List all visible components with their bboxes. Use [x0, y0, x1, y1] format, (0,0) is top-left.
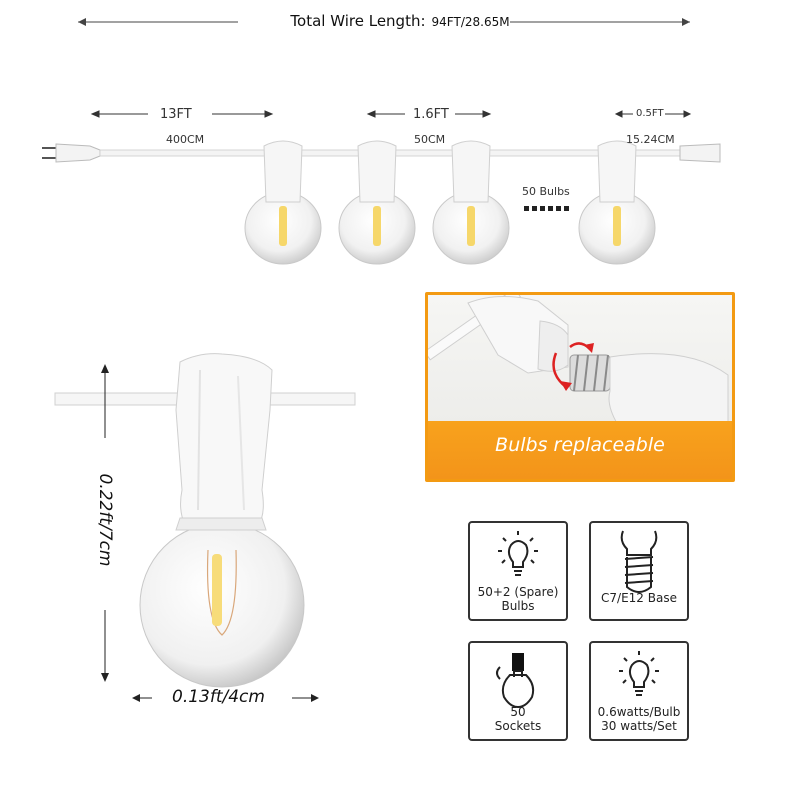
total-wire-length-label: Total Wire Length:	[290, 12, 426, 30]
feature-base-type-text: C7/E12 Base	[601, 591, 677, 605]
socket-bulb-icon	[496, 653, 535, 709]
feature-spare-bulbs-text: 50+2 (Spare) Bulbs	[477, 585, 559, 613]
feature-sockets-text: 50 Sockets	[494, 705, 542, 733]
total-wire-length-value: 94FT/28.65M	[431, 15, 510, 29]
screw-base-icon	[620, 530, 658, 593]
bulb-glow-icon	[498, 531, 538, 576]
end-length-ft: 0.5FT	[636, 108, 664, 119]
banner-text: Bulbs replaceable	[495, 434, 665, 456]
feature-spare-bulbs: 50+2 (Spare) Bulbs	[468, 521, 568, 621]
end-length-cm: 15.24CM	[626, 133, 675, 146]
continuation-dots	[524, 206, 569, 211]
bulb-3	[432, 140, 510, 265]
socket-replace-illustration	[428, 295, 729, 425]
bulbs-replaceable-banner: Bulbs replaceable	[425, 292, 735, 482]
bulb-glow-icon	[619, 651, 659, 696]
banner-bar: Bulbs replaceable	[428, 421, 732, 479]
screw-thread-icon	[569, 354, 611, 392]
bulb-2	[338, 140, 416, 265]
bulb-closeup	[54, 353, 356, 702]
feature-wattage-text: 0.6watts/Bulb 30 watts/Set	[597, 705, 681, 733]
bulb-4	[578, 140, 656, 265]
string-light-diagram	[42, 110, 721, 265]
lead-length-cm: 400CM	[166, 133, 205, 146]
bulb-count: 50 Bulbs	[522, 185, 570, 198]
bulb-1	[244, 140, 322, 265]
plug-icon	[42, 143, 101, 163]
bulb-spacing-cm: 50CM	[414, 133, 446, 146]
bulb-width-label: 0.13ft/4cm	[172, 687, 265, 707]
feature-wattage: 0.6watts/Bulb 30 watts/Set	[589, 641, 689, 741]
feature-base-type: C7/E12 Base	[589, 521, 689, 621]
lead-length-ft: 13FT	[160, 107, 192, 122]
bulb-spacing-ft: 1.6FT	[413, 107, 449, 122]
total-wire-length: Total Wire Length: 94FT/28.65M	[0, 12, 800, 30]
bulb-height-label: 0.22ft/7cm	[95, 473, 115, 567]
feature-sockets: 50 Sockets	[468, 641, 568, 741]
total-length-arrow	[78, 18, 690, 26]
